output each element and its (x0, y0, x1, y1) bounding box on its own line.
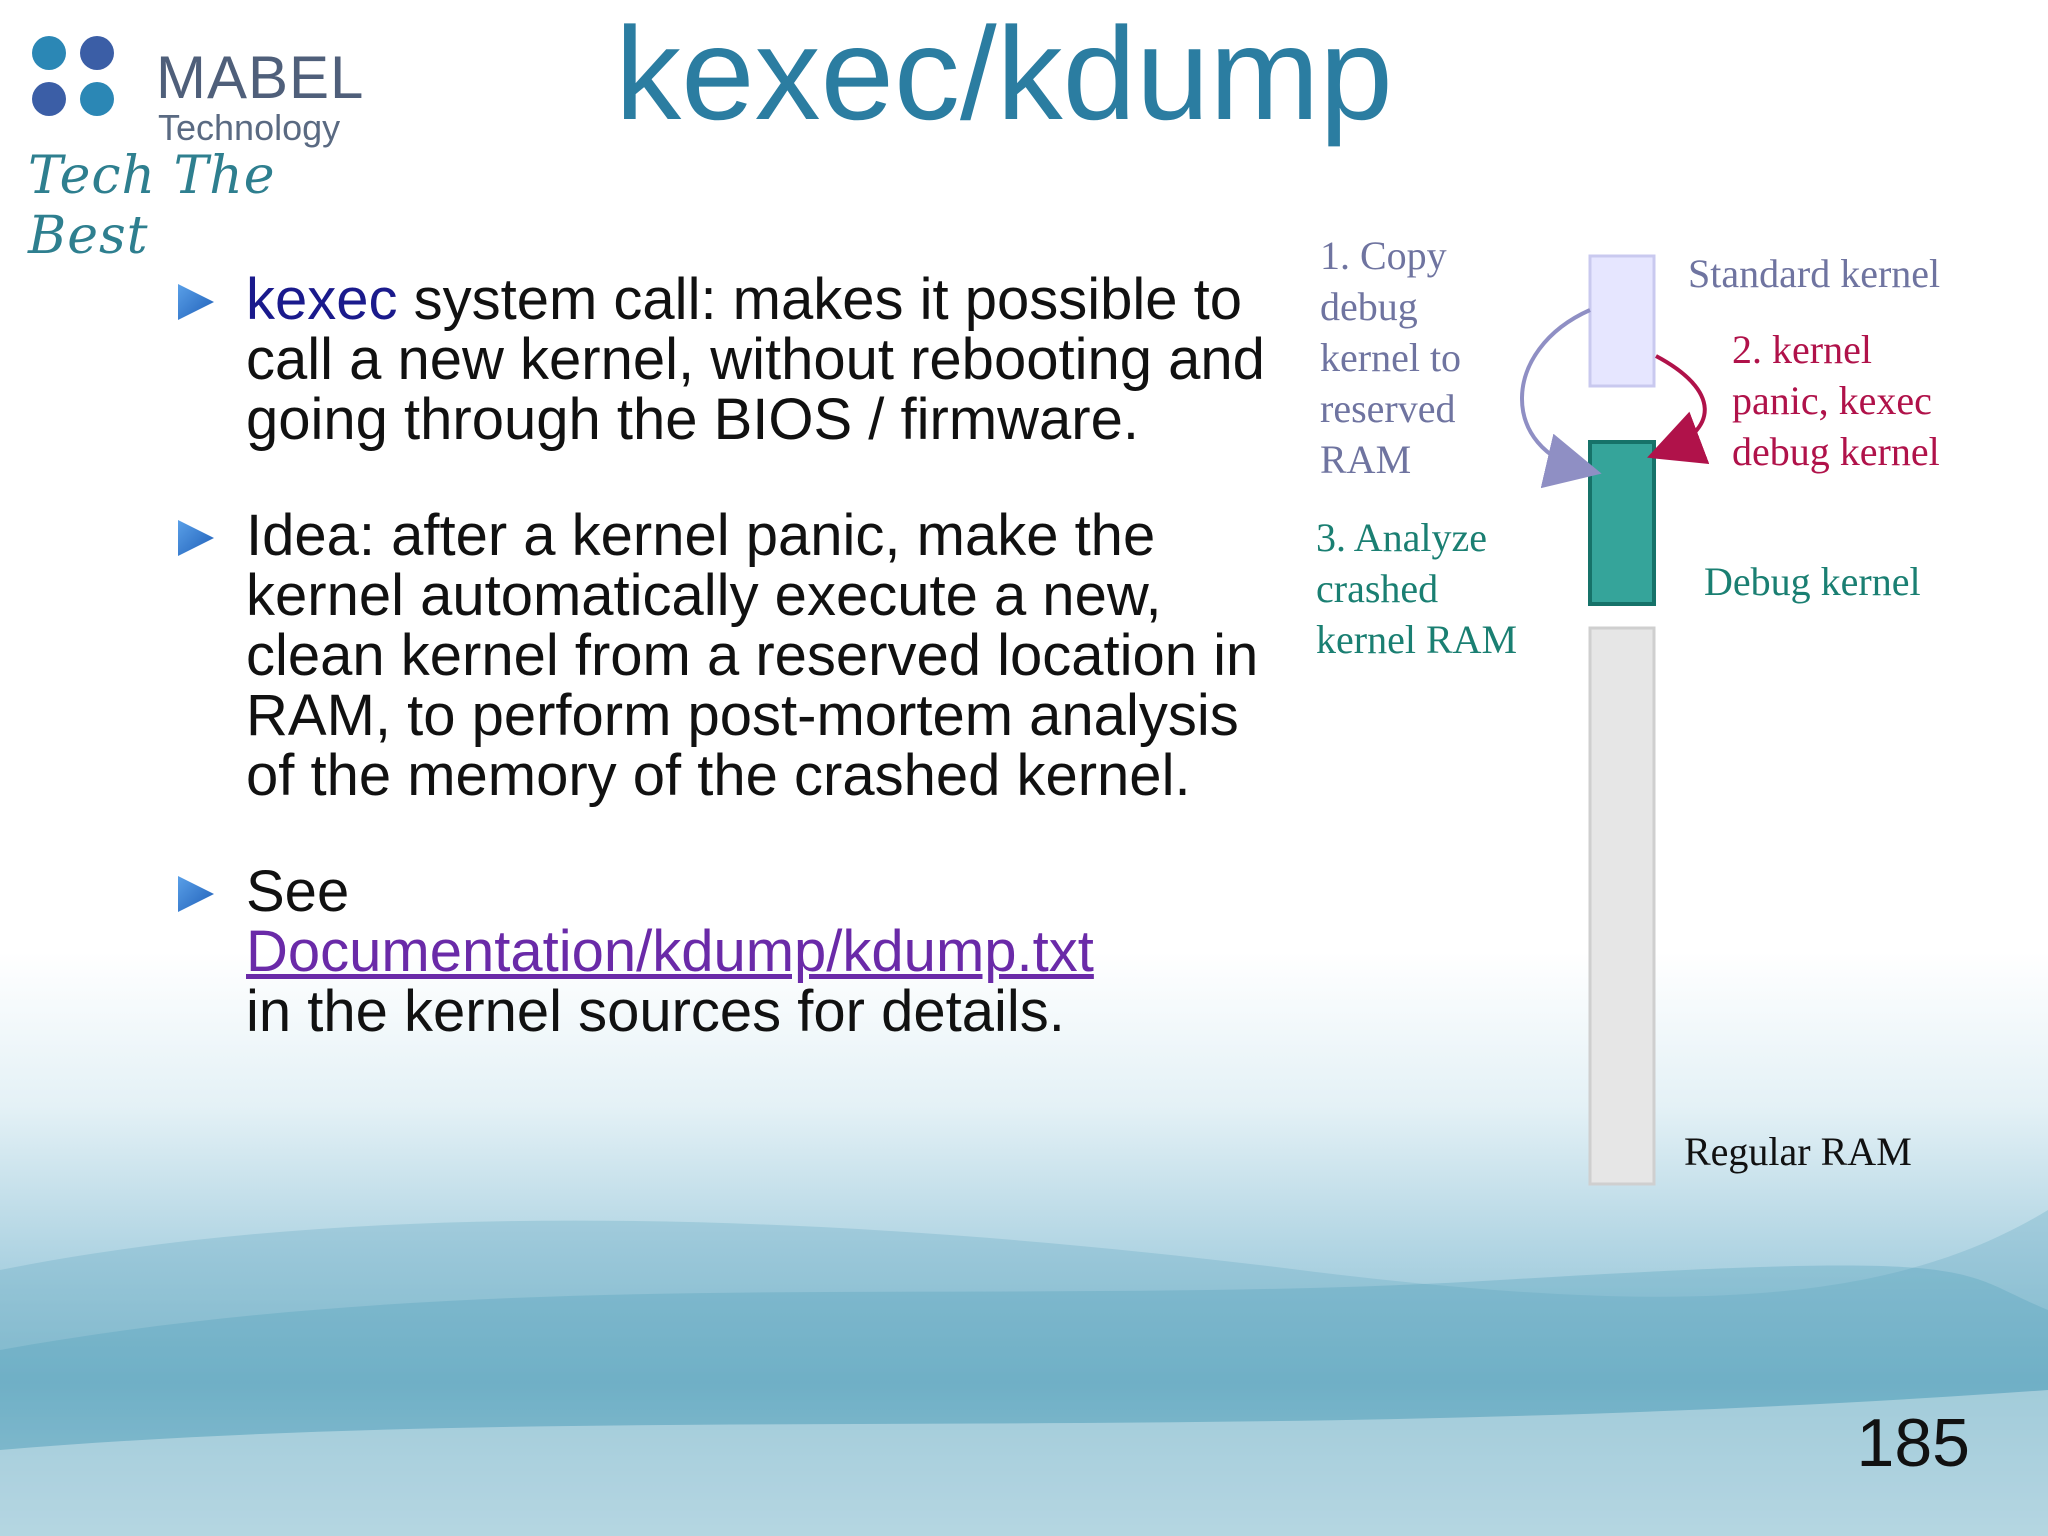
slide-title-container: kexec/kdump (0, 4, 2048, 144)
bullet-list: kexec system call: makes it possible to … (176, 270, 1266, 1098)
logo-dot-icon (32, 36, 66, 70)
kdump-diagram: 1. Copy debug kernel to reserved RAM Sta… (1300, 220, 2048, 1200)
bullet-text: See Documentation/kdump/kdump.txt in the… (246, 862, 1266, 1042)
bullet-suffix: in the kernel sources for details. (246, 979, 1065, 1044)
bullet-arrow-icon (178, 876, 214, 912)
step1-line: kernel to (1320, 335, 1462, 380)
slide-title: kexec/kdump (615, 0, 1393, 147)
debug-kernel-block (1588, 440, 1656, 606)
bullet-text: kexec system call: makes it possible to … (246, 270, 1266, 450)
bullet-item: kexec system call: makes it possible to … (176, 270, 1266, 450)
logo-dot-icon (32, 82, 66, 116)
kexec-arrow (1647, 354, 1710, 464)
logo-dot-icon (80, 82, 114, 116)
bullet-prefix: See (246, 859, 350, 924)
step1-line: reserved (1320, 386, 1456, 431)
step1-line: 1. Copy (1320, 233, 1447, 278)
step1-line: debug (1320, 284, 1418, 329)
bullet-keyword: kexec (246, 267, 398, 332)
documentation-link[interactable]: Documentation/kdump/kdump.txt (246, 919, 1094, 984)
bullet-arrow-icon (178, 520, 214, 556)
step3-label: 3. Analyze crashed kernel RAM (1316, 512, 1517, 665)
copy-arrow (1520, 308, 1602, 489)
step2-line: panic, kexec (1732, 378, 1932, 423)
bullet-item: See Documentation/kdump/kdump.txt in the… (176, 862, 1266, 1042)
step1-line: RAM (1320, 437, 1412, 482)
bullet-body: system call: makes it possible to call a… (246, 267, 1265, 452)
logo-subtitle: Technology (158, 107, 341, 148)
standard-kernel-label: Standard kernel (1688, 251, 1941, 296)
step1-label: 1. Copy debug kernel to reserved RAM (1320, 230, 1461, 485)
step3-line: kernel RAM (1316, 617, 1518, 662)
step2-line: debug kernel (1732, 429, 1940, 474)
logo-dot-icon (80, 36, 114, 70)
bullet-text: Idea: after a kernel panic, make the ker… (246, 503, 1259, 808)
bullet-arrow-icon (178, 284, 214, 320)
page-number: 185 (1856, 1405, 1970, 1481)
logo-name: MABEL (156, 44, 365, 111)
logo-tagline: Tech The Best (28, 146, 276, 266)
step2-line: 2. kernel (1732, 327, 1872, 372)
debug-kernel-label: Debug kernel (1704, 559, 1921, 604)
company-logo: MABEL Technology Tech The Best (28, 28, 363, 266)
diagram-graphics (1520, 254, 1710, 1186)
background-wave (0, 1210, 2048, 1536)
bullet-item: Idea: after a kernel panic, make the ker… (176, 506, 1266, 806)
step3-line: crashed (1316, 566, 1439, 611)
step2-label: 2. kernel panic, kexec debug kernel (1732, 324, 1940, 477)
standard-kernel-block (1588, 254, 1656, 388)
regular-ram-block (1588, 626, 1656, 1186)
regular-ram-label: Regular RAM (1684, 1129, 1912, 1174)
step3-line: 3. Analyze (1316, 515, 1488, 560)
